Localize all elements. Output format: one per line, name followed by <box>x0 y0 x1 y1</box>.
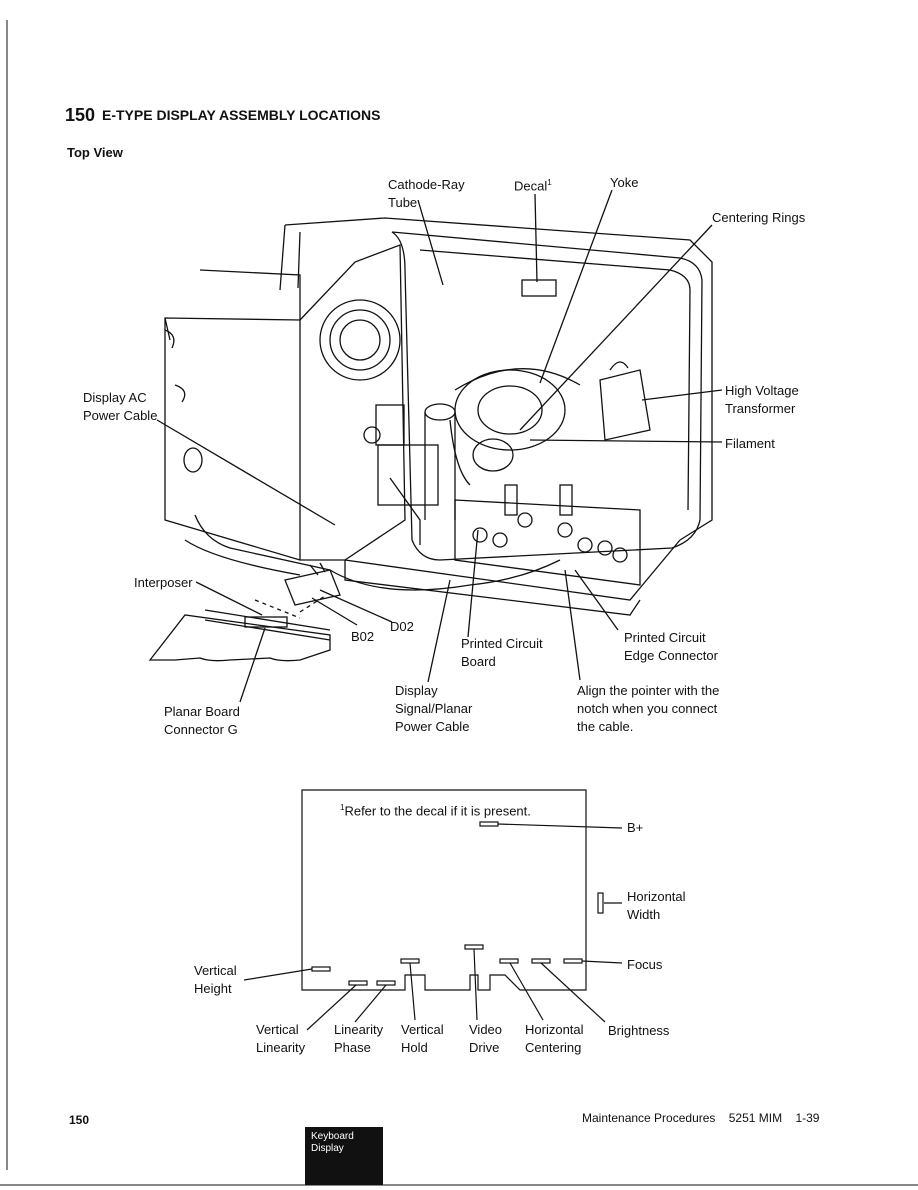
label-align-note: Align the pointer with the notch when yo… <box>577 683 720 734</box>
label-display-signal-cable: Display Signal/Planar Power Cable <box>395 683 473 734</box>
label-vertical-height: Vertical Height <box>194 963 237 996</box>
label-vertical-linearity: Vertical Linearity <box>256 1022 306 1055</box>
label-printed-circuit-board: Printed Circuit Board <box>461 636 543 669</box>
section-number: 150 <box>65 105 96 125</box>
label-filament: Filament <box>725 436 775 451</box>
label-focus: Focus <box>627 957 663 972</box>
label-interposer: Interposer <box>134 575 193 590</box>
label-horizontal-centering: Horizontal Centering <box>525 1022 584 1055</box>
inset-footnote: 1Refer to the decal if it is present. <box>340 799 531 820</box>
label-decal: Decal1 <box>514 174 552 195</box>
label-linearity-phase: Linearity Phase <box>334 1022 384 1055</box>
footer-page-right: Maintenance Procedures 5251 MIM 1-39 <box>582 1111 820 1125</box>
label-printed-circuit-edge-connector: Printed Circuit Edge Connector <box>624 630 718 663</box>
footnote-text: Refer to the decal if it is present. <box>344 803 531 819</box>
label-b02: B02 <box>351 629 375 644</box>
footer-tab: Keyboard Display <box>305 1127 383 1185</box>
label-b-plus: B+ <box>627 820 644 835</box>
decal-text: Decal <box>514 178 548 194</box>
label-high-voltage-transformer: High Voltage Transformer <box>725 383 799 416</box>
label-video-drive: Video Drive <box>469 1022 503 1055</box>
label-cathode-ray-tube: Cathode-Ray Tube <box>388 177 465 210</box>
label-brightness: Brightness <box>608 1023 670 1038</box>
label-vertical-hold: Vertical Hold <box>401 1022 444 1055</box>
decal-superscript: 1 <box>547 178 552 187</box>
label-planar-board-connector: Planar Board Connector G <box>164 704 240 737</box>
view-title: Top View <box>67 145 123 160</box>
section-title: E-TYPE DISPLAY ASSEMBLY LOCATIONS <box>102 107 381 123</box>
footnote-superscript: 1 <box>340 803 345 812</box>
label-d02: D02 <box>390 619 414 634</box>
label-centering-rings: Centering Rings <box>712 210 806 225</box>
label-horizontal-width: Horizontal Width <box>627 889 686 922</box>
label-display-ac-power-cable: Display AC Power Cable <box>83 390 158 423</box>
footer-page-left: 150 <box>69 1113 90 1127</box>
label-yoke: Yoke <box>610 175 639 190</box>
